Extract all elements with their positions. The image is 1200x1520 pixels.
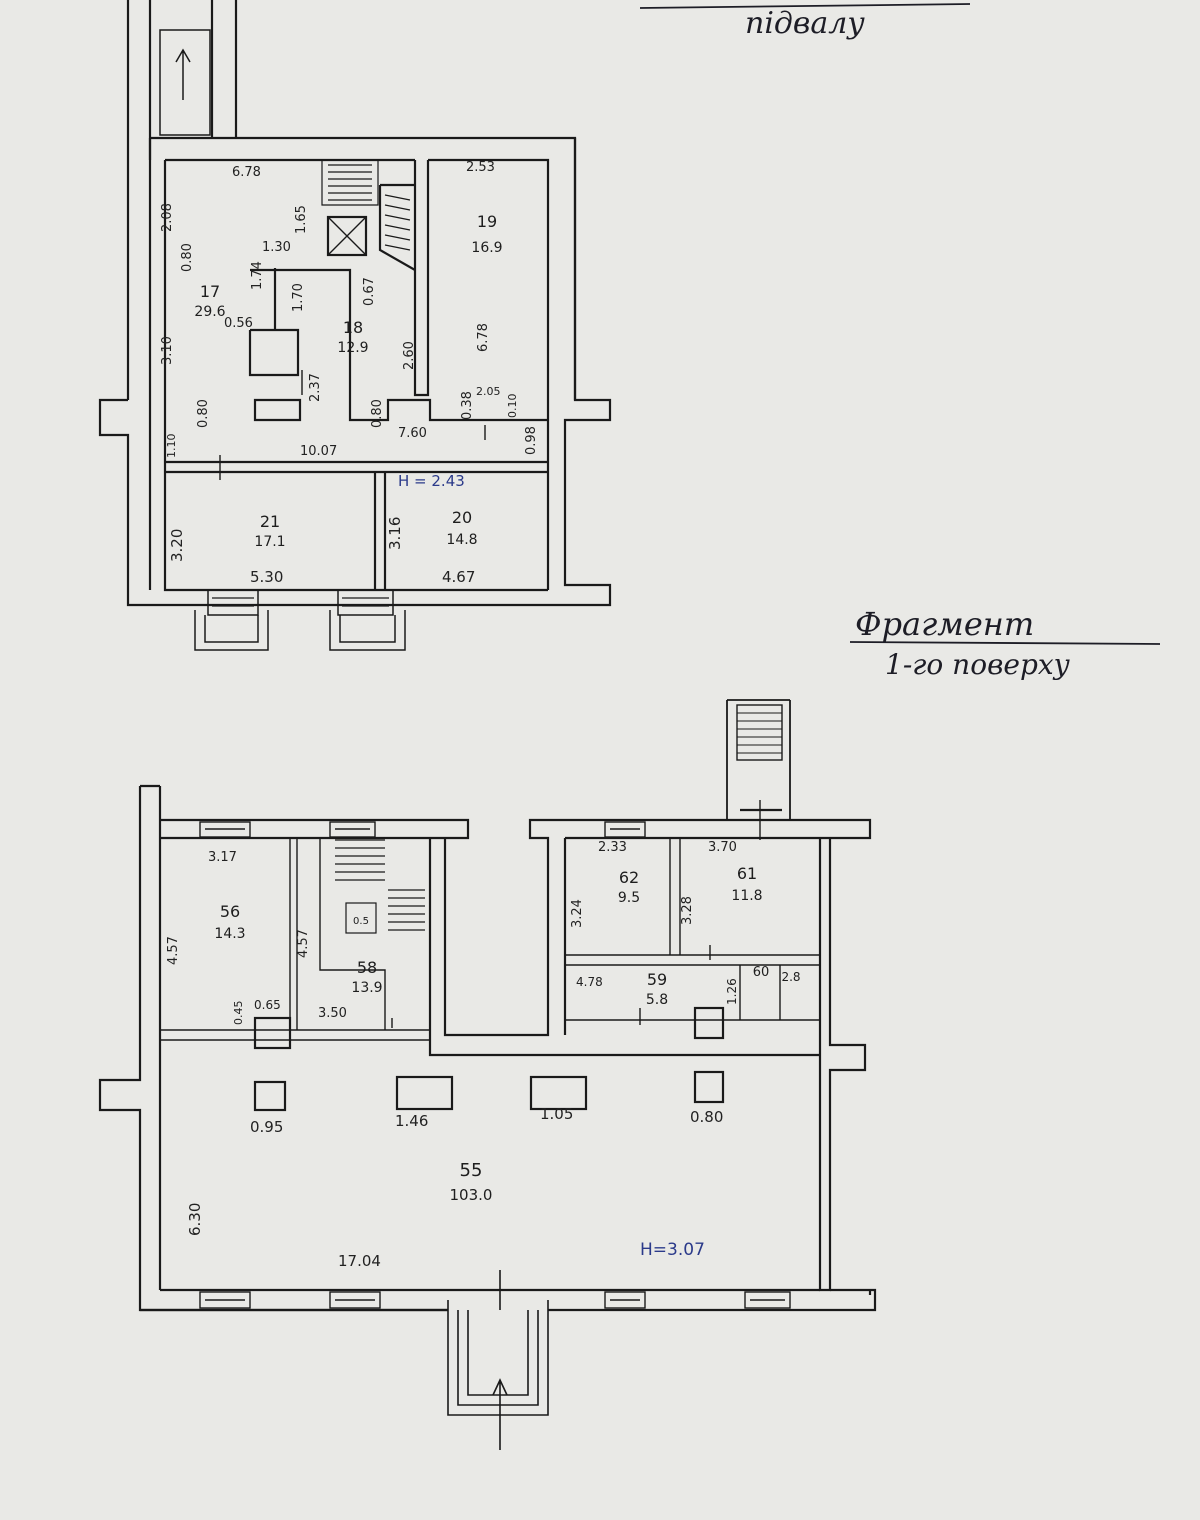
first-floor-dim: 3.17 — [208, 850, 237, 865]
room-58-area: 13.9 — [351, 980, 383, 996]
basement-dim: 0.80 — [196, 399, 211, 428]
room-21-number: 21 — [259, 512, 281, 531]
basement-dim: 6.78 — [232, 165, 261, 180]
basement-dim: 0.67 — [362, 277, 377, 306]
basement-dim: 0.56 — [224, 316, 253, 331]
first-floor-dim: 0.45 — [232, 1000, 245, 1026]
first-floor-dim: 6.30 — [186, 1202, 204, 1236]
basement-dim: 2.37 — [308, 373, 323, 402]
first-floor-caption-line2: 1-го поверху — [885, 648, 1070, 681]
room-55-area: 103.0 — [449, 1186, 493, 1204]
basement-dim: 1.65 — [294, 205, 309, 234]
room-59-area: 5.8 — [645, 992, 669, 1008]
basement-dim: 0.80 — [370, 399, 385, 428]
basement-dim: 1.30 — [262, 240, 291, 255]
room-56-number: 56 — [219, 902, 241, 921]
room-62-area: 9.5 — [617, 890, 641, 906]
room-60-area: 2.8 — [781, 970, 801, 984]
room-62-number: 62 — [618, 868, 640, 887]
first-floor-dim: 0.80 — [690, 1108, 724, 1126]
basement-dim: 2.08 — [160, 203, 175, 232]
room-60-number: 60 — [752, 965, 770, 980]
room-59-number: 59 — [646, 970, 668, 989]
basement-dim: 2.05 — [476, 385, 501, 398]
basement-dim: 7.60 — [398, 426, 427, 441]
room-56-area: 14.3 — [214, 926, 246, 942]
basement-dim: 0.38 — [460, 391, 475, 420]
basement-dim: 6.78 — [476, 323, 491, 352]
first-floor-dim: 4.57 — [296, 929, 311, 958]
basement-dim: 3.16 — [386, 516, 404, 550]
first-floor-dim: 2.33 — [598, 840, 627, 855]
first-floor-dim: 0.95 — [250, 1118, 284, 1136]
first-floor-dim: 3.28 — [680, 896, 695, 925]
room-61-area: 11.8 — [731, 888, 763, 904]
first-floor-dim: 1.05 — [540, 1105, 574, 1123]
basement-dim: 5.30 — [250, 568, 284, 586]
first-floor-dim: 3.50 — [318, 1006, 347, 1021]
first-floor-ceiling-height: H=3.07 — [640, 1240, 705, 1260]
room-19-number: 19 — [476, 212, 498, 231]
first-floor-dim: 3.24 — [570, 899, 585, 928]
basement-ceiling-height: H = 2.43 — [398, 472, 465, 490]
basement-dim: 1.10 — [165, 433, 178, 459]
basement-caption: підвалу — [745, 6, 865, 41]
room-55-number: 55 — [459, 1160, 483, 1181]
basement-dim: 2.60 — [402, 341, 417, 370]
room-17-number: 17 — [199, 282, 221, 301]
room-57-area: 0.5 — [353, 916, 369, 927]
basement-dim: 10.07 — [300, 444, 338, 459]
basement-dim: 1.70 — [291, 283, 306, 312]
first-floor-dim: 1.46 — [395, 1112, 429, 1130]
basement-dim: 1.74 — [250, 261, 265, 290]
room-19-area: 16.9 — [471, 240, 503, 256]
basement-dim: 3.20 — [168, 528, 186, 562]
room-18-area: 12.9 — [337, 340, 369, 356]
basement-dim: 0.98 — [524, 426, 539, 455]
first-floor-dim: 3.70 — [708, 840, 737, 855]
first-floor-dim: 1.26 — [725, 978, 739, 1005]
room-18-number: 18 — [342, 318, 364, 337]
first-floor-dim: 17.04 — [338, 1252, 381, 1270]
basement-dim: 0.10 — [506, 393, 519, 419]
first-floor-plan — [98, 699, 877, 1450]
basement-dim: 0.80 — [180, 243, 195, 272]
basement-plan — [98, 0, 612, 651]
room-20-number: 20 — [451, 508, 473, 527]
room-17-area: 29.6 — [194, 304, 226, 320]
basement-dim: 4.67 — [442, 568, 476, 586]
first-floor-dim: 4.78 — [576, 975, 603, 989]
room-20-area: 14.8 — [446, 532, 478, 548]
basement-dim: 2.53 — [466, 160, 495, 175]
basement-dim: 3.10 — [160, 336, 175, 365]
first-floor-dim: 0.65 — [254, 998, 281, 1012]
room-58-number: 58 — [356, 958, 378, 977]
first-floor-dim: 4.57 — [166, 936, 181, 965]
room-61-number: 61 — [736, 864, 758, 883]
first-floor-caption-line1: Фрагмент — [855, 605, 1035, 643]
room-21-area: 17.1 — [254, 534, 286, 550]
